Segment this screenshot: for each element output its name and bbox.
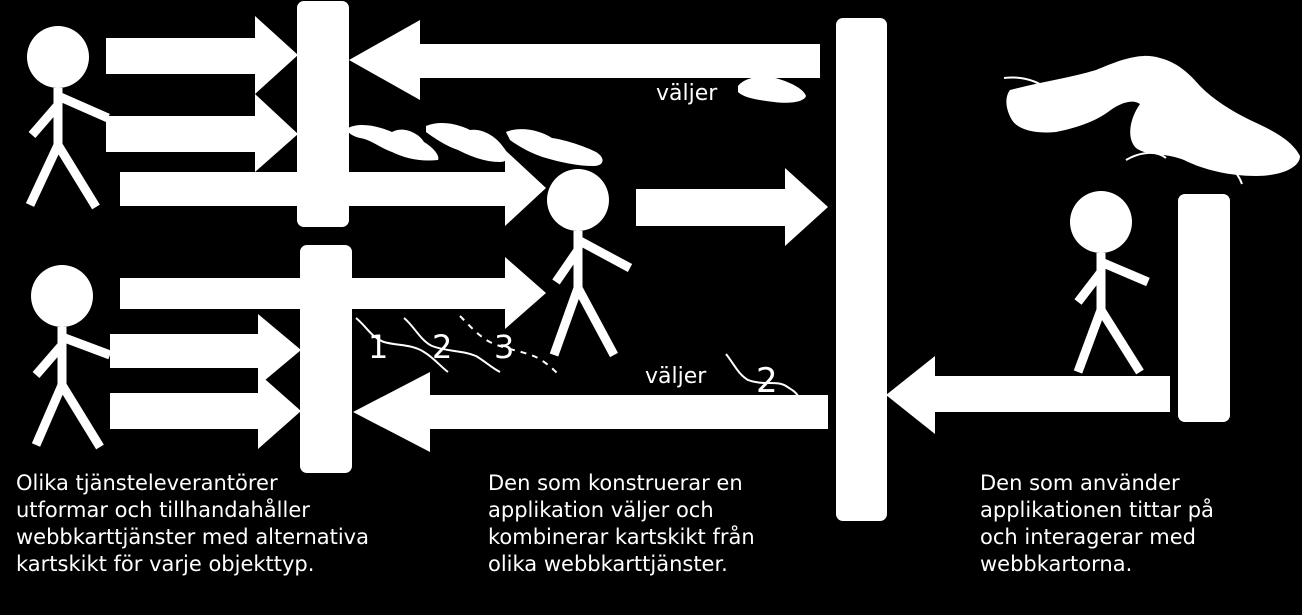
caption-providers-line-1: Olika tjänsteleverantörer xyxy=(16,471,278,495)
caption-user-line-3: och interagerar med xyxy=(980,525,1196,549)
user-map-view-lines xyxy=(1003,76,1243,185)
arrow-provider1-row3 xyxy=(120,150,546,226)
caption-user: Den som använder applikationen tittar på… xyxy=(980,470,1214,578)
arrow-provider1-row1 xyxy=(106,16,298,94)
caption-builder-line-3: kombinerar kartskikt från xyxy=(488,525,755,549)
layer-number-1: 1 xyxy=(368,328,388,366)
caption-builder-line-2: applikation väljer och xyxy=(488,498,714,522)
arrow-builder-to-application xyxy=(636,168,828,246)
map-layer-shapes xyxy=(347,123,603,166)
user-map-view-shape xyxy=(1006,55,1300,176)
layer-squiggle-1 xyxy=(355,317,449,373)
caption-builder: Den som konstruerar en applikation välje… xyxy=(488,470,755,578)
chosen-layer-shape-top xyxy=(738,76,806,103)
arrow-user-to-application xyxy=(886,356,1170,434)
choose-label-top: väljer xyxy=(656,81,718,106)
layer-number-2: 2 xyxy=(432,328,452,366)
selected-layer-squiggle xyxy=(725,353,799,397)
caption-providers-line-2: utformar och tillhandahåller xyxy=(16,498,310,522)
arrow-provider2-row2 xyxy=(110,314,301,386)
application-bar xyxy=(836,18,887,521)
arrow-provider2-row3 xyxy=(110,373,301,449)
caption-providers-line-4: kartskikt för varje objekttyp. xyxy=(16,552,315,576)
caption-user-line-1: Den som använder xyxy=(980,471,1180,495)
user-screen-bar xyxy=(1178,194,1230,422)
builder-figure xyxy=(547,169,633,358)
caption-builder-line-1: Den som konstruerar en xyxy=(488,471,743,495)
map-layer-shape-3 xyxy=(506,129,603,166)
provider-figure-2 xyxy=(31,265,112,450)
layer-squiggle-2 xyxy=(403,317,501,373)
provider-figure-1 xyxy=(25,26,110,210)
caption-builder-line-4: olika webbkarttjänster. xyxy=(488,552,728,576)
map-layer-shape-2 xyxy=(426,123,508,162)
caption-providers-line-3: webbkarttjänster med alternativa xyxy=(16,525,369,549)
arrow-choose-bottom xyxy=(353,372,828,452)
selected-layer-number: 2 xyxy=(756,361,778,401)
arrow-provider2-row1 xyxy=(120,257,546,329)
layer-squiggles xyxy=(355,315,799,397)
provider-service-bar-1 xyxy=(297,1,349,227)
map-layer-shape-1 xyxy=(347,125,439,161)
caption-providers: Olika tjänsteleverantörer utformar och t… xyxy=(16,470,369,578)
layer-number-3: 3 xyxy=(494,328,514,366)
caption-user-line-2: applikationen tittar på xyxy=(980,498,1214,522)
arrow-provider1-row2 xyxy=(106,94,298,172)
caption-user-line-4: webbkartorna. xyxy=(980,552,1133,576)
choose-label-bottom: väljer xyxy=(645,364,707,389)
user-figure xyxy=(1070,191,1150,375)
arrow-choose-top xyxy=(349,20,820,100)
